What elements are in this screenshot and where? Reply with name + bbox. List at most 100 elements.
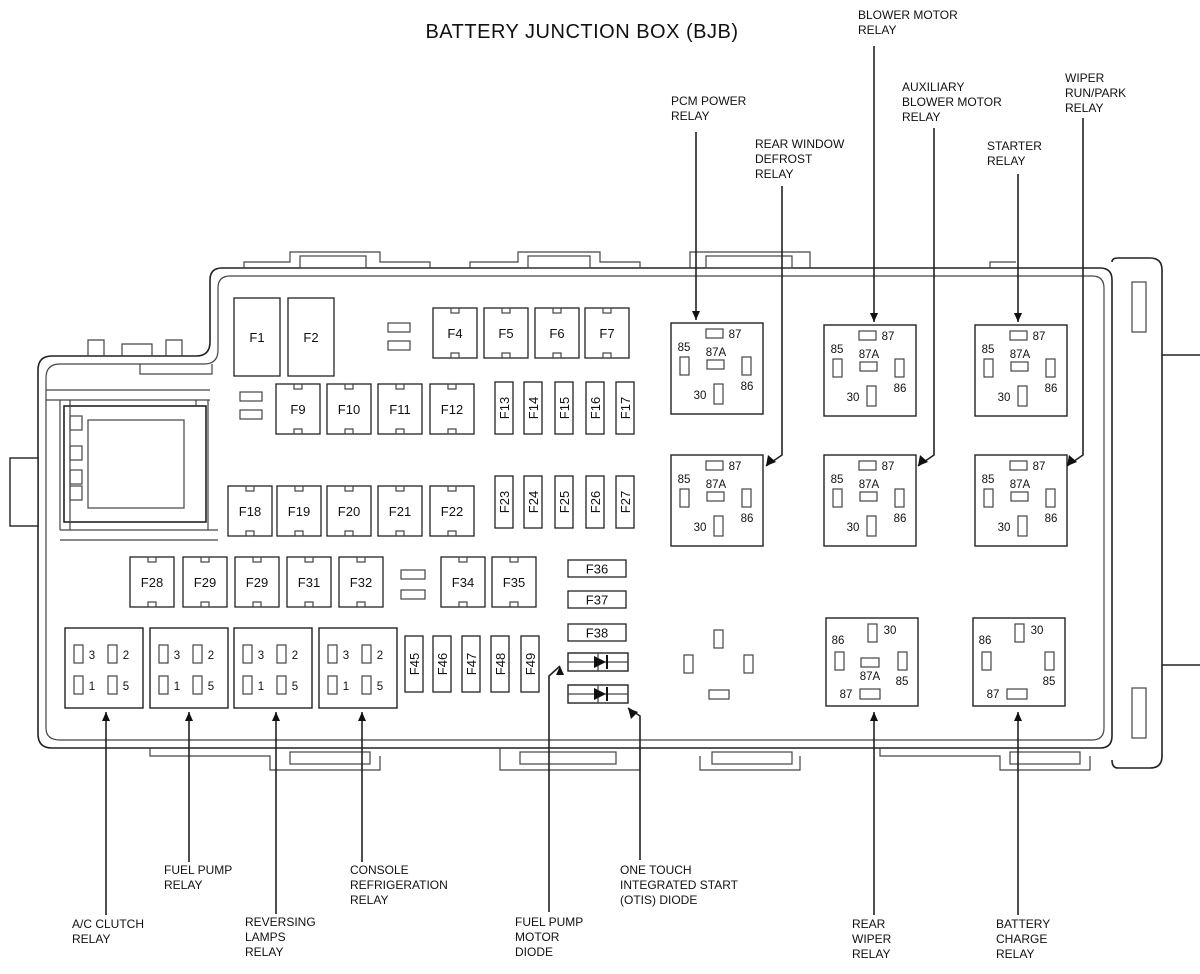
fuse-f13: F13	[494, 381, 514, 435]
fuse-f34: F34	[440, 556, 486, 608]
callout-line: STARTER	[987, 139, 1042, 153]
fuse-f35: F35	[491, 556, 537, 608]
leader-reversing	[272, 712, 280, 914]
fuse-f49: F49	[520, 635, 540, 693]
pin-85: 85	[1043, 676, 1056, 688]
callout-line: WIPER	[852, 932, 892, 946]
leader-starter	[1014, 174, 1022, 322]
fuse-label: F32	[350, 575, 372, 590]
fuse-f10: F10	[326, 383, 372, 435]
leader-wiper-run	[1066, 118, 1084, 467]
fuse-f5: F5	[483, 307, 529, 359]
callout-line: RELAY	[987, 154, 1025, 168]
diode-otis	[567, 684, 629, 704]
fuse-f2: F2	[287, 297, 335, 377]
fuse-label: F24	[526, 491, 541, 513]
callout-line: WIPER	[1065, 71, 1105, 85]
pin-86: 86	[741, 513, 754, 525]
fuse-label: F45	[407, 653, 422, 675]
callout-line: BLOWER MOTOR	[858, 8, 958, 22]
leader-aux-blower	[917, 128, 935, 467]
fuse-f24: F24	[523, 475, 543, 529]
pin-87a: 87A	[706, 347, 727, 359]
fuse-label: F14	[526, 397, 541, 419]
pin-5: 5	[123, 681, 129, 693]
fuse-f25: F25	[554, 475, 574, 529]
fuse-label: F28	[141, 575, 163, 590]
fuse-label: F2	[303, 330, 318, 345]
pin-30: 30	[694, 522, 707, 534]
fuse-label: F23	[497, 491, 512, 513]
callout-line: REAR WINDOW	[755, 137, 845, 151]
pin-85: 85	[678, 342, 691, 354]
fuse-f46: F46	[432, 635, 452, 693]
pin-86: 86	[741, 381, 754, 393]
fuse-label: F38	[586, 626, 608, 641]
pin-86: 86	[894, 383, 907, 395]
fuse-f21: F21	[377, 485, 423, 537]
pin-2: 2	[377, 650, 383, 662]
fuse-label: F29	[246, 575, 268, 590]
callout-line: RELAY	[902, 110, 940, 124]
fuse-label: F37	[586, 593, 608, 608]
leader-rear-window	[765, 186, 783, 467]
fuse-f19: F19	[276, 485, 322, 537]
callout-line: RELAY	[858, 23, 896, 37]
callout-line: RELAY	[164, 878, 202, 892]
fuse-label: F34	[452, 575, 474, 590]
fuse-label: F12	[441, 402, 463, 417]
fuse-f29a: F29	[182, 556, 228, 608]
callout-line: MOTOR	[515, 930, 560, 944]
pin-87: 87	[1033, 331, 1046, 343]
fuse-f29b: F29	[234, 556, 280, 608]
fuse-f47: F47	[461, 635, 481, 693]
leader-blower-motor	[870, 46, 878, 322]
housing	[9, 251, 1200, 771]
pin-30: 30	[998, 392, 1011, 404]
fuse-label: F17	[618, 397, 633, 419]
fuse-label: F15	[557, 397, 572, 419]
diagram-title: BATTERY JUNCTION BOX (BJB)	[425, 21, 738, 43]
pin-85: 85	[896, 676, 909, 688]
pin-87a: 87A	[706, 479, 727, 491]
fuse-f23: F23	[494, 475, 514, 529]
callout-line: RELAY	[350, 893, 388, 907]
fuse-label: F48	[493, 653, 508, 675]
pin-2: 2	[123, 650, 129, 662]
pin-87a: 87A	[1010, 479, 1031, 491]
pin-87: 87	[729, 461, 742, 473]
callout-line: BLOWER MOTOR	[902, 95, 1002, 109]
fuse-f18: F18	[227, 485, 273, 537]
pin-1: 1	[258, 681, 264, 693]
callout-line: RELAY	[852, 947, 890, 961]
pin-3: 3	[343, 650, 349, 662]
pin-5: 5	[292, 681, 298, 693]
callout-line: RELAY	[755, 167, 793, 181]
leader-pcm-power	[692, 132, 700, 320]
callout-line: REAR	[852, 917, 886, 931]
pin-1: 1	[174, 681, 180, 693]
callout-line: DIODE	[515, 945, 553, 959]
fuse-f31: F31	[286, 556, 332, 608]
pin-5: 5	[208, 681, 214, 693]
fuse-f22: F22	[429, 485, 475, 537]
fuse-f14: F14	[523, 381, 543, 435]
fuse-f11: F11	[377, 383, 423, 435]
pin-3: 3	[258, 650, 264, 662]
callout-line: REVERSING	[245, 915, 316, 929]
pin-87: 87	[1033, 461, 1046, 473]
pin-87: 87	[840, 689, 853, 701]
fuse-label: F1	[249, 330, 264, 345]
callout-line: RUN/PARK	[1065, 86, 1126, 100]
fuse-f6: F6	[534, 307, 580, 359]
